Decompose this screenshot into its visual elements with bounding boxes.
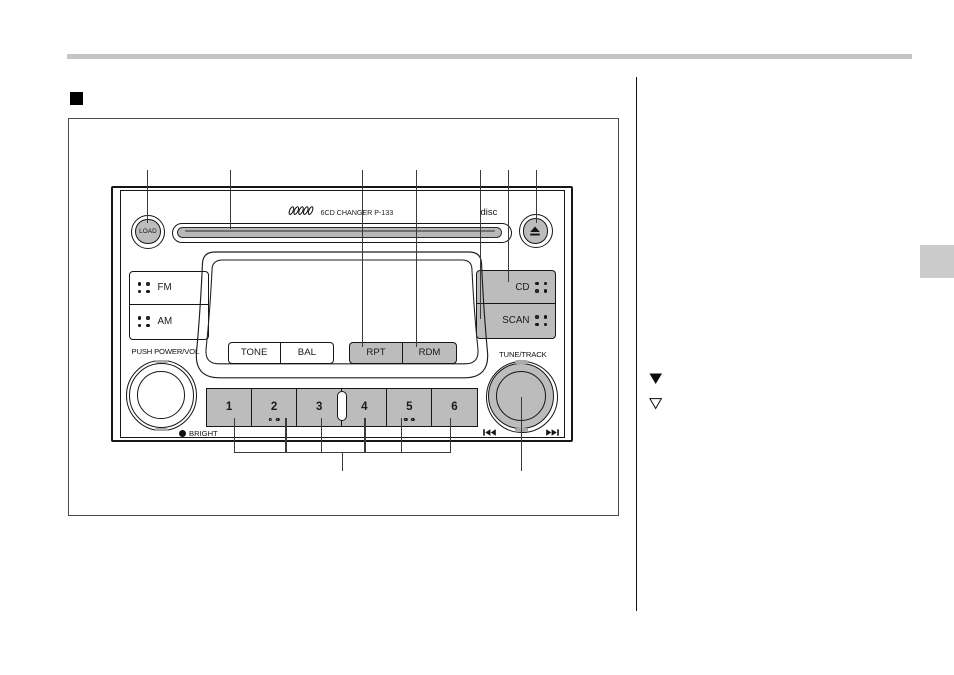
bright-dot-icon bbox=[179, 429, 186, 437]
button-dots-icon bbox=[404, 418, 415, 422]
button-dots-icon bbox=[535, 281, 547, 293]
callout-line-preset-2 bbox=[285, 417, 287, 453]
button-dots-icon bbox=[535, 315, 547, 327]
page-edge-tab bbox=[920, 245, 954, 278]
volume-knob-top-tick bbox=[155, 359, 168, 364]
filled-down-triangle-icon bbox=[648, 373, 662, 384]
cd-button-label: CD bbox=[515, 281, 530, 293]
faceplate-release-nub[interactable] bbox=[336, 391, 348, 421]
rdm-button[interactable]: RDM bbox=[403, 343, 456, 363]
callout-line-eject bbox=[535, 170, 537, 223]
preset-button-5-label: 5 bbox=[406, 400, 413, 413]
preset-button-6[interactable]: 6 bbox=[432, 389, 476, 427]
volume-knob-bottom-tick bbox=[155, 427, 168, 432]
cd-slot[interactable] bbox=[171, 222, 512, 243]
tune-knob-label: TUNE/TRACK bbox=[499, 349, 547, 359]
bright-label: BRIGHT bbox=[189, 428, 218, 438]
callout-line-slot bbox=[229, 170, 231, 229]
callout-line-preset-3 bbox=[320, 417, 322, 453]
volume-knob-label: PUSH POWER/VOL bbox=[131, 346, 200, 356]
load-button-face: LOAD bbox=[135, 218, 161, 245]
preset-button-3-label: 3 bbox=[315, 400, 323, 413]
bal-button[interactable]: BAL bbox=[281, 343, 333, 363]
previous-track-icon bbox=[482, 428, 496, 436]
callout-line-rpt bbox=[361, 170, 363, 347]
eject-button-face bbox=[522, 218, 549, 244]
column-divider-line bbox=[636, 77, 638, 611]
callout-line-scan bbox=[479, 170, 481, 319]
preset-button-2-label: 2 bbox=[270, 400, 278, 413]
callout-stem-presets bbox=[342, 451, 344, 472]
next-track-icon bbox=[545, 428, 559, 436]
preset-button-6-label: 6 bbox=[451, 400, 458, 413]
rpt-rdm-button-group: RPT RDM bbox=[349, 341, 457, 364]
cd-slot-shade bbox=[185, 230, 495, 233]
fm-button[interactable]: FM bbox=[129, 272, 208, 305]
top-rule-bar bbox=[67, 54, 912, 59]
tone-button-label: TONE bbox=[240, 347, 268, 358]
callout-line-preset-6 bbox=[449, 417, 451, 453]
preset-button-4-label: 4 bbox=[361, 400, 368, 413]
rpt-button[interactable]: RPT bbox=[350, 342, 403, 363]
rdm-button-label: RDM bbox=[418, 347, 441, 358]
brand-model-label: 6CD CHANGER P-133 bbox=[320, 208, 394, 218]
callout-line-preset-4 bbox=[364, 417, 366, 453]
preset-button-1-label: 1 bbox=[225, 400, 233, 413]
eject-icon bbox=[530, 226, 541, 236]
tune-knob-top-tick bbox=[515, 360, 528, 364]
callout-line-preset-1 bbox=[234, 417, 236, 453]
callout-line-preset-5 bbox=[400, 417, 402, 453]
callout-line-tune-knob bbox=[520, 396, 523, 471]
callout-line-cd bbox=[507, 170, 509, 282]
load-button-label: LOAD bbox=[139, 227, 157, 235]
section-marker-square-icon bbox=[70, 92, 83, 105]
disc-label: disc bbox=[480, 206, 498, 218]
coil-logo-icon bbox=[288, 206, 314, 215]
bright-indicator: BRIGHT bbox=[179, 429, 218, 438]
volume-knob-ring bbox=[128, 362, 194, 428]
preset-button-2[interactable]: 2 bbox=[252, 388, 298, 426]
am-button-label: AM bbox=[157, 316, 173, 328]
am-button[interactable]: AM bbox=[130, 305, 208, 339]
button-dots-icon bbox=[137, 316, 150, 328]
band-button-group: FM AM bbox=[128, 270, 209, 340]
fm-button-label: FM bbox=[157, 282, 172, 294]
button-dots-icon bbox=[268, 418, 280, 422]
callout-line-rdm bbox=[415, 170, 417, 347]
tone-bal-button-group: TONE BAL bbox=[227, 341, 334, 364]
callout-line-load bbox=[146, 170, 148, 223]
bal-button-label: BAL bbox=[297, 347, 316, 358]
preset-button-5[interactable]: 5 bbox=[387, 388, 433, 426]
load-button[interactable]: LOAD bbox=[131, 214, 165, 249]
preset-button-4[interactable]: 4 bbox=[342, 388, 388, 426]
rpt-button-label: RPT bbox=[366, 347, 386, 358]
hollow-down-triangle-icon bbox=[648, 398, 662, 410]
cd-button[interactable]: CD bbox=[477, 271, 555, 305]
tone-button[interactable]: TONE bbox=[229, 342, 281, 363]
volume-knob-core bbox=[137, 371, 185, 419]
cd-slot-opening bbox=[177, 226, 502, 239]
source-button-group: CD SCAN bbox=[476, 270, 556, 339]
scan-button[interactable]: SCAN bbox=[477, 304, 555, 337]
button-dots-icon bbox=[137, 282, 150, 294]
scan-button-label: SCAN bbox=[502, 315, 530, 327]
volume-knob[interactable] bbox=[126, 360, 197, 431]
preset-button-1[interactable]: 1 bbox=[207, 388, 253, 426]
